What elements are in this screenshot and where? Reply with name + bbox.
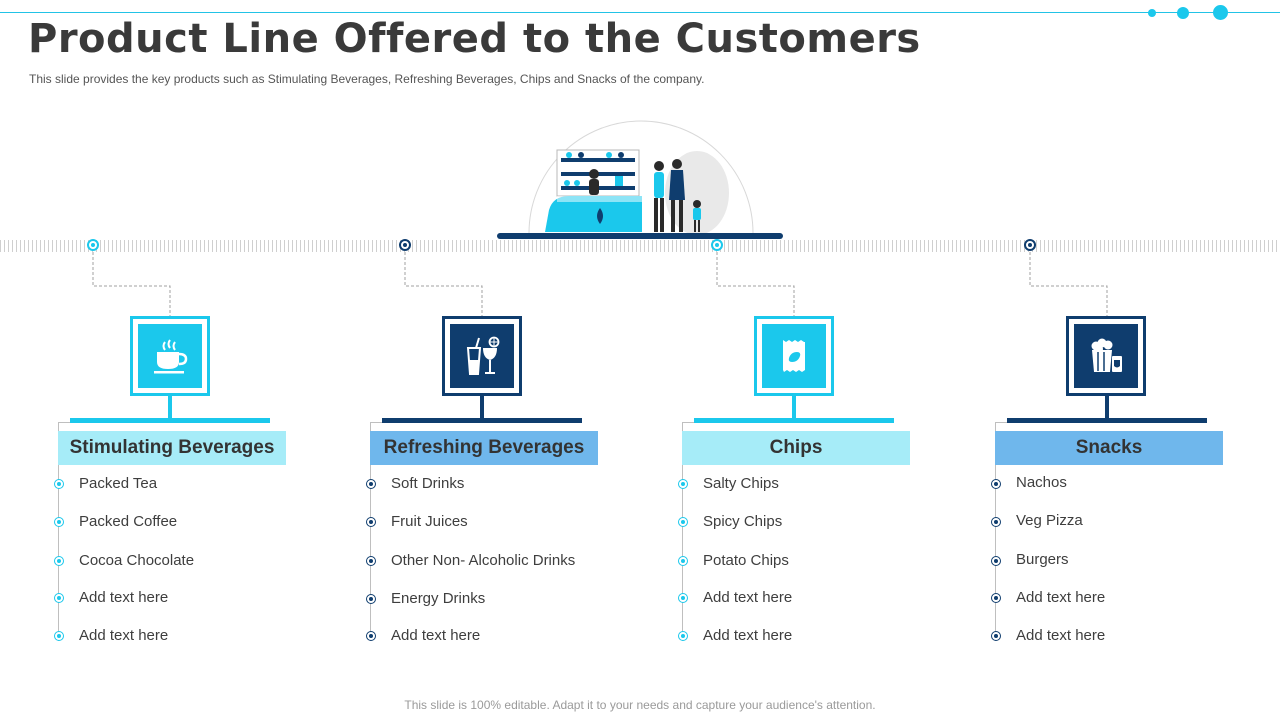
bullet <box>54 517 64 527</box>
timeline-node <box>711 239 723 251</box>
accent-bar <box>1007 418 1207 423</box>
bullet <box>366 556 376 566</box>
bullet <box>366 517 376 527</box>
list-item[interactable]: Add text here <box>703 589 793 606</box>
list-item: Spicy Chips <box>703 513 783 530</box>
item-guide-line <box>682 422 683 641</box>
list-item: Fruit Juices <box>391 513 468 530</box>
chips-bag-icon <box>783 340 805 372</box>
list-item: Veg Pizza <box>1016 512 1083 529</box>
item-guide-line <box>58 422 59 641</box>
category-icon-box <box>1066 316 1146 396</box>
bullet <box>366 479 376 489</box>
bullet <box>366 631 376 641</box>
list-item: Other Non- Alcoholic Drinks <box>391 552 576 569</box>
item-guide-line <box>370 422 371 641</box>
category-icon-box <box>442 316 522 396</box>
list-item[interactable]: Add text here <box>703 627 793 644</box>
list-item: Packed Tea <box>79 475 158 492</box>
bullet <box>991 593 1001 603</box>
decor-dot-large <box>1213 5 1228 20</box>
stem <box>1105 396 1109 418</box>
item-guide-bracket <box>995 422 1007 423</box>
stem <box>480 396 484 418</box>
decor-dot-medium <box>1177 7 1189 19</box>
stem <box>792 396 796 418</box>
drinks-icon <box>466 336 500 375</box>
accent-bar <box>382 418 582 423</box>
timeline-node <box>87 239 99 251</box>
connector <box>716 252 795 318</box>
footer-note: This slide is 100% editable. Adapt it to… <box>404 698 876 712</box>
bullet <box>54 631 64 641</box>
list-item[interactable]: Add text here <box>79 627 169 644</box>
item-guide-bracket <box>370 422 382 423</box>
bullet <box>678 593 688 603</box>
bullet <box>678 631 688 641</box>
page-subtitle: This slide provides the key products suc… <box>29 72 705 86</box>
bullet <box>991 479 1001 489</box>
bullet <box>678 517 688 527</box>
connector <box>92 252 171 318</box>
stem <box>168 396 172 418</box>
list-item: Potato Chips <box>703 552 789 569</box>
decor-dot-small <box>1148 9 1156 17</box>
accent-bar <box>694 418 894 423</box>
bullet <box>54 479 64 489</box>
bullet <box>366 594 376 604</box>
category-label: Stimulating Beverages <box>58 431 286 465</box>
connector <box>1029 252 1108 318</box>
connector <box>404 252 483 318</box>
bullet <box>54 593 64 603</box>
bullet <box>678 479 688 489</box>
category-snacks: Snacks Nachos Veg Pizza Burgers Add text… <box>987 236 1280 656</box>
list-item: Packed Coffee <box>79 513 178 530</box>
page-title: Product Line Offered to the Customers <box>28 16 921 62</box>
list-item: Salty Chips <box>703 475 779 492</box>
item-guide-bracket <box>682 422 694 423</box>
tea-cup-icon <box>154 339 188 374</box>
popcorn-icon <box>1091 338 1122 372</box>
item-guide-line <box>995 422 996 641</box>
timeline-node <box>1024 239 1036 251</box>
bullet <box>991 631 1001 641</box>
category-label: Snacks <box>995 431 1223 465</box>
category-label: Chips <box>682 431 910 465</box>
bullet <box>678 556 688 566</box>
list-item[interactable]: Add text here <box>391 627 481 644</box>
category-chips: Chips Salty Chips Spicy Chips Potato Chi… <box>674 236 974 656</box>
list-item[interactable]: Add text here <box>79 589 169 606</box>
list-item: Energy Drinks <box>391 590 486 607</box>
store-illustration <box>497 120 783 239</box>
timeline-node <box>399 239 411 251</box>
top-accent-line <box>0 12 1280 13</box>
bullet <box>991 556 1001 566</box>
list-item[interactable]: Add text here <box>1016 589 1106 606</box>
bullet <box>991 517 1001 527</box>
bullet <box>54 556 64 566</box>
accent-bar <box>70 418 270 423</box>
list-item: Burgers <box>1016 551 1069 568</box>
category-stimulating-beverages: Stimulating Beverages Packed Tea Packed … <box>50 236 350 656</box>
list-item[interactable]: Add text here <box>1016 627 1106 644</box>
item-guide-bracket <box>58 422 70 423</box>
list-item: Soft Drinks <box>391 475 465 492</box>
category-refreshing-beverages: Refreshing Beverages Soft Drinks Fruit J… <box>362 236 662 656</box>
list-item: Cocoa Chocolate <box>79 552 195 569</box>
category-label: Refreshing Beverages <box>370 431 598 465</box>
list-item: Nachos <box>1016 474 1067 491</box>
category-icon-box <box>130 316 210 396</box>
timeline-ruler <box>0 240 1280 252</box>
category-icon-box <box>754 316 834 396</box>
